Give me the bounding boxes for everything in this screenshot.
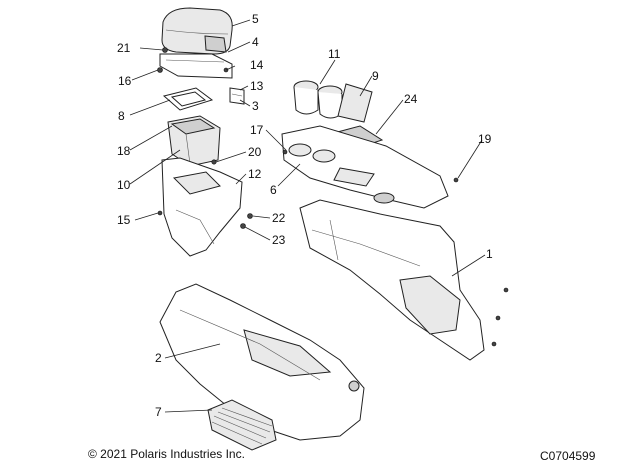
part-7-vent-grille — [207, 399, 277, 451]
callout-16: 16 — [118, 74, 132, 88]
callout-23: 23 — [272, 233, 286, 247]
part-15-screw — [157, 210, 163, 216]
callout-14: 14 — [250, 58, 264, 72]
callout-8: 8 — [118, 109, 125, 123]
callout-2: 2 — [155, 351, 162, 365]
part-19-screw — [453, 177, 459, 183]
part-21-screw — [162, 47, 168, 53]
callout-13: 13 — [250, 79, 264, 93]
callout-4: 4 — [252, 35, 259, 49]
callout-9: 9 — [372, 69, 379, 83]
fastener-b — [495, 315, 501, 321]
part-10-storage-bin — [167, 115, 221, 167]
callout-6: 6 — [270, 183, 277, 197]
part-16-screw — [157, 67, 163, 73]
callout-22: 22 — [272, 211, 286, 225]
callout-10: 10 — [117, 178, 131, 192]
fastener-a — [503, 287, 509, 293]
part-6-console-top — [281, 125, 449, 209]
part-4-lid-base — [159, 53, 233, 79]
part-12-console-rear-panel — [161, 157, 243, 257]
part-9-tray — [337, 83, 373, 123]
callout-5: 5 — [252, 12, 259, 26]
part-2-lower-console — [159, 283, 365, 441]
callout-20: 20 — [248, 145, 262, 159]
part-5-armrest-lid — [161, 7, 233, 55]
copyright-text: © 2021 Polaris Industries Inc. — [88, 447, 245, 461]
fastener-c — [491, 341, 497, 347]
part-8-gasket — [162, 87, 214, 111]
callout-11: 11 — [328, 47, 341, 61]
part-11-cup-holder — [293, 80, 343, 119]
part-1-console-side-panel — [299, 199, 485, 361]
part-17-screw — [282, 149, 288, 155]
callout-17: 17 — [250, 123, 264, 137]
callout-3: 3 — [252, 99, 259, 113]
callout-7: 7 — [155, 405, 162, 419]
callout-1: 1 — [486, 247, 493, 261]
part-23-nut — [240, 223, 246, 229]
callout-19: 19 — [478, 132, 492, 146]
callout-18: 18 — [117, 144, 131, 158]
part-20-screw — [211, 159, 217, 165]
callout-15: 15 — [117, 213, 131, 227]
callout-24: 24 — [404, 92, 418, 106]
diagram-code: C0704599 — [540, 449, 596, 463]
callout-21: 21 — [117, 41, 131, 55]
leader-lines — [129, 19, 486, 413]
part-22-nut — [247, 213, 253, 219]
callout-12: 12 — [248, 167, 262, 181]
